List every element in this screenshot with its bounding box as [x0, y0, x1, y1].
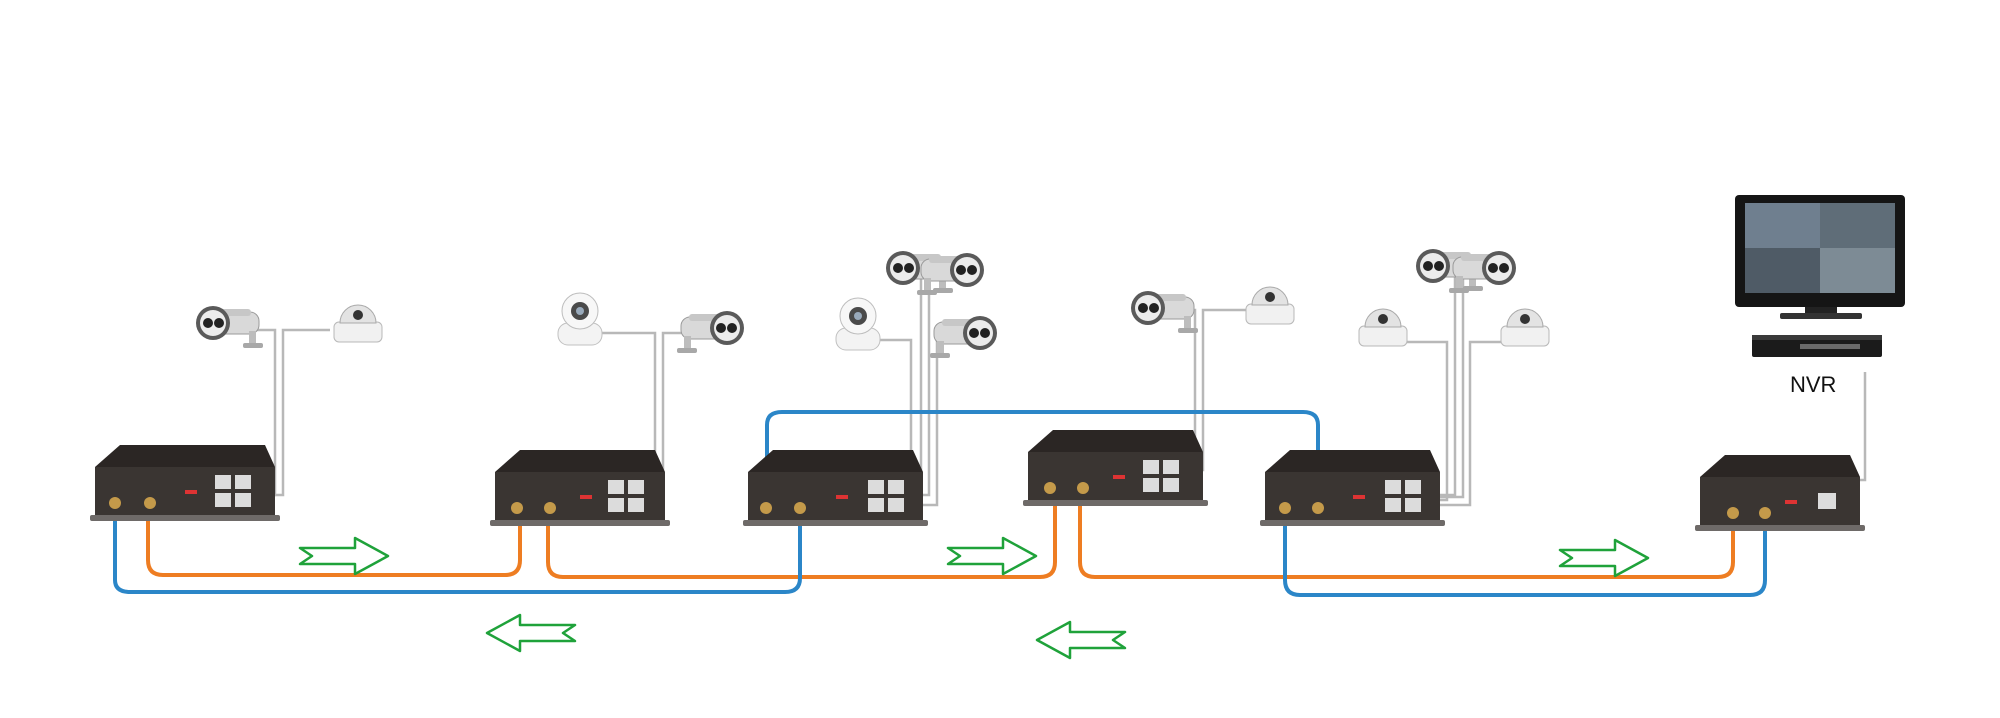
nvr-recorder-icon	[1752, 335, 1882, 357]
dome-camera-icon	[1245, 286, 1295, 325]
camera-cable	[1395, 340, 1449, 502]
fiber-switch	[90, 445, 280, 521]
dome-camera-icon	[1500, 308, 1550, 347]
bullet-camera-icon	[676, 310, 745, 354]
direction-arrows	[298, 536, 1650, 660]
bullet-camera-icon	[929, 315, 998, 359]
arrow-right-icon	[946, 536, 1038, 576]
fiber-rx-line	[113, 503, 802, 594]
ptz-camera-icon	[557, 292, 603, 346]
arrow-right-icon	[1558, 538, 1650, 578]
arrow-right-icon	[298, 536, 390, 576]
camera-cable	[270, 328, 330, 497]
fiber-switch	[490, 450, 670, 526]
fiber-switch	[743, 450, 928, 526]
fiber-rx-line	[1283, 503, 1767, 597]
bullet-camera-icon	[195, 305, 264, 349]
arrow-left-icon	[485, 613, 577, 653]
bullet-camera-icon	[1130, 290, 1199, 334]
fiber-tx-line	[146, 503, 522, 577]
arrow-left-icon	[1035, 620, 1127, 660]
fiber-switch	[1023, 430, 1208, 506]
fiber-rx-line	[765, 410, 1320, 507]
fiber-switch	[1695, 455, 1865, 531]
dome-camera-icon	[1358, 308, 1408, 347]
fiber-switch	[1260, 450, 1445, 526]
monitor-icon	[1735, 195, 1905, 319]
camera-cable	[1440, 340, 1505, 507]
fiber-links	[113, 410, 1767, 597]
dome-camera-icon	[333, 304, 383, 343]
nvr-label: NVR	[1790, 372, 1836, 397]
ptz-camera-icon	[835, 297, 881, 351]
fiber-tx-line	[1078, 493, 1735, 579]
